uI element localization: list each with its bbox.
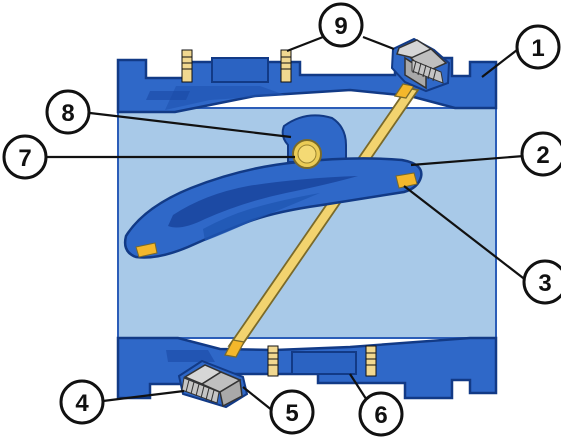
leader-9a [286,35,324,53]
leader-1 [481,49,518,78]
callout-6: 6 [358,391,404,437]
leader-9b [362,35,395,51]
svg-text:2: 2 [536,142,549,169]
bottom-left-stud [267,345,279,377]
swing-disc [123,114,423,259]
leader-4 [102,389,185,403]
leader-8 [89,111,292,139]
svg-text:5: 5 [285,400,298,427]
leader-5 [242,386,274,412]
callout-9: 9 [318,2,364,48]
leader-2 [410,154,525,167]
svg-text:9: 9 [334,13,347,40]
svg-text:8: 8 [61,100,74,127]
callout-7: 7 [2,134,48,180]
lower-adjustment-bolt [177,359,249,409]
leader-3 [403,185,528,282]
top-left-stud [181,49,193,83]
svg-text:6: 6 [374,402,387,429]
callout-8: 8 [45,89,91,135]
svg-text:4: 4 [75,390,89,417]
svg-text:7: 7 [18,145,31,172]
svg-text:1: 1 [531,35,544,62]
callout-3: 3 [522,259,561,305]
lever-arm [224,83,420,358]
hinge-pin [292,139,322,169]
top-right-stud [280,49,292,83]
callout-4: 4 [59,379,105,425]
bottom-right-stud [365,345,377,377]
lower-valve-body [116,336,498,400]
svg-text:3: 3 [538,270,551,297]
callout-2: 2 [520,131,561,177]
callout-1: 1 [515,24,561,70]
callout-leaders [47,35,528,412]
callout-5: 5 [269,389,315,435]
upper-adjustment-bolt [390,37,451,93]
